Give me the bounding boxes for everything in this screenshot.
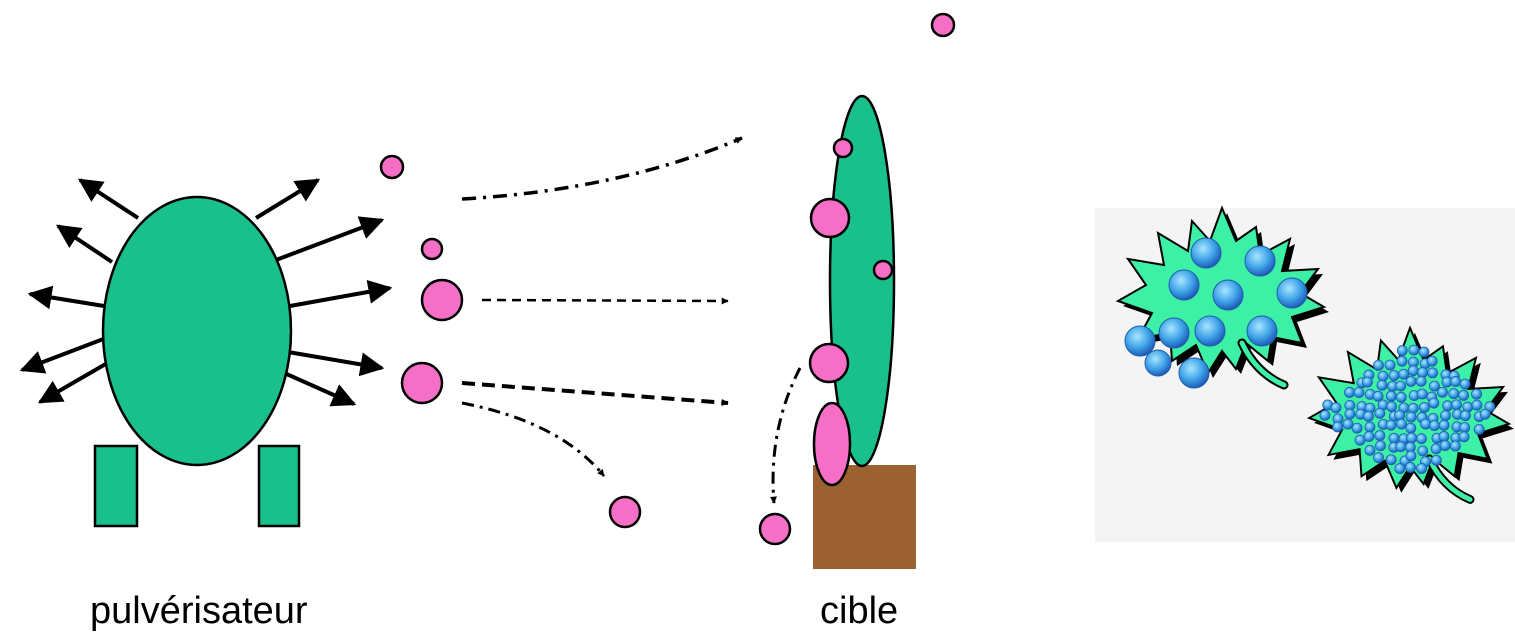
trajectory-fall (461, 401, 606, 477)
droplet-fallen-ground (608, 495, 642, 529)
droplet-small-top (379, 154, 405, 180)
target-deposited-droplets (808, 137, 894, 487)
trajectory-impact (461, 381, 729, 407)
trajectory-straight (481, 297, 729, 305)
leaf-coverage-inset (1095, 207, 1515, 542)
airborne-droplets (379, 12, 956, 546)
sprayer-label: pulvérisateur (90, 590, 308, 632)
sprayer (19, 178, 393, 528)
target-plant (808, 94, 916, 569)
trajectory-runoff (769, 367, 802, 504)
target-label: cible (820, 590, 899, 632)
spray-emission-arrows (19, 178, 393, 407)
droplet-small (420, 237, 444, 261)
droplet-trajectories (461, 136, 802, 504)
leaf-coarse-droplets (1117, 207, 1329, 390)
droplet-drifted-top (930, 12, 956, 38)
sprayer-body (101, 195, 293, 467)
leaf-fine-droplets (1308, 326, 1514, 504)
droplet-medium (420, 278, 464, 322)
sprayer-left-leg (93, 444, 139, 528)
sprayer-right-leg (257, 444, 301, 528)
droplet-runoff (758, 512, 792, 546)
droplet-large (400, 361, 444, 405)
trajectory-drift-up (461, 136, 743, 201)
